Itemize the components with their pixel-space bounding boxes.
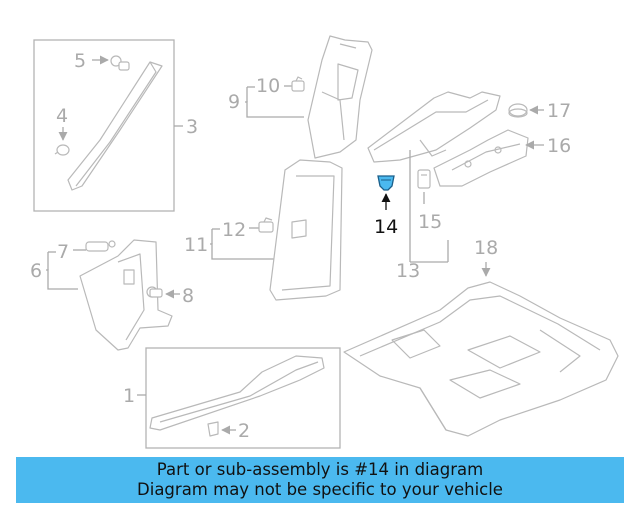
group-9-b-pillar-upper: 9 10 — [228, 35, 373, 159]
callout-1[interactable]: 1 — [123, 385, 135, 407]
box-group-1 — [145, 347, 341, 449]
callout-18[interactable]: 18 — [474, 237, 498, 259]
banner-line-1: Part or sub-assembly is #14 in diagram — [156, 460, 484, 479]
clip-part-5[interactable] — [110, 55, 130, 71]
leader-11 — [210, 243, 280, 260]
clip-part-10[interactable] — [291, 76, 305, 92]
pin-part-4[interactable] — [54, 144, 70, 156]
clip-part-8[interactable] — [146, 286, 163, 298]
callout-5[interactable]: 5 — [74, 50, 86, 72]
kick-panel-trim[interactable] — [79, 239, 173, 351]
callout-9[interactable]: 9 — [228, 91, 240, 113]
cowl-side-panel[interactable] — [367, 91, 501, 163]
b-pillar-upper-trim[interactable] — [307, 35, 373, 159]
info-banner: Part or sub-assembly is #14 in diagram D… — [16, 457, 624, 503]
clip-part-7[interactable] — [85, 240, 116, 252]
callout-8[interactable]: 8 — [182, 285, 194, 307]
group-3-a-pillar: 3 5 4 — [33, 39, 198, 212]
callout-6[interactable]: 6 — [30, 260, 42, 282]
callout-7[interactable]: 7 — [57, 241, 69, 263]
callout-2[interactable]: 2 — [238, 420, 250, 442]
callout-14[interactable]: 14 — [374, 216, 398, 238]
sill-plate-trim[interactable] — [149, 355, 325, 431]
callout-10[interactable]: 10 — [256, 75, 280, 97]
group-1-sill-plate: 1 2 — [123, 347, 341, 449]
push-clip-part-14[interactable] — [377, 175, 395, 191]
clip-part-2[interactable] — [207, 421, 219, 437]
leader-9 — [245, 101, 304, 118]
leader-6 — [46, 269, 78, 290]
callout-17[interactable]: 17 — [547, 100, 571, 122]
clip-part-15[interactable] — [417, 169, 431, 189]
clip-part-12[interactable] — [258, 217, 274, 233]
callout-16[interactable]: 16 — [547, 135, 571, 157]
group-18-floor-carpet: 18 — [343, 237, 619, 437]
callout-3[interactable]: 3 — [186, 116, 198, 138]
grommet-part-17[interactable] — [508, 103, 528, 118]
group-6-kick-panel: 6 7 8 — [30, 239, 194, 351]
a-pillar-trim[interactable] — [67, 61, 163, 191]
group-11-b-pillar-lower: 11 12 — [184, 159, 343, 301]
callout-11[interactable]: 11 — [184, 234, 208, 256]
callout-12[interactable]: 12 — [222, 219, 246, 241]
callout-13[interactable]: 13 — [396, 260, 420, 282]
group-13-cowl-side: 13 15 14 — [367, 91, 501, 282]
banner-line-2: Diagram may not be specific to your vehi… — [137, 480, 503, 499]
callout-15[interactable]: 15 — [418, 211, 442, 233]
callout-4[interactable]: 4 — [56, 105, 68, 127]
group-16-17: 16 17 — [433, 100, 571, 187]
